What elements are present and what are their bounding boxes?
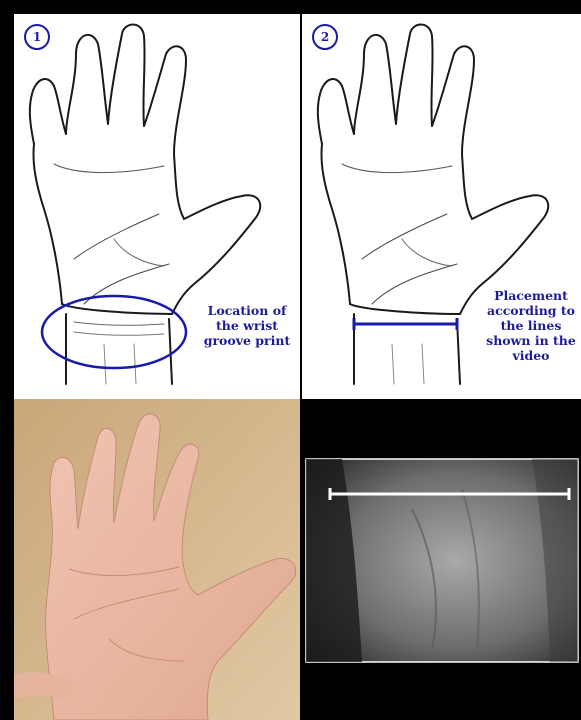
caption-wrist-groove: Location of the wrist groove print xyxy=(197,303,297,348)
caption-line: video xyxy=(483,348,579,363)
panel-number-badge-1: 1 xyxy=(24,24,50,50)
panel-wrist-groove-location: 1 Location of the wrist groove print xyxy=(14,14,300,399)
caption-line: groove print xyxy=(197,333,297,348)
caption-line: the wrist xyxy=(197,318,297,333)
caption-line: Placement xyxy=(483,288,579,303)
caption-line: shown in the xyxy=(483,333,579,348)
placement-line-marker xyxy=(354,318,457,330)
palm-photo-illustration xyxy=(14,399,300,720)
wrist-ellipse-marker xyxy=(42,296,186,368)
caption-line: according to xyxy=(483,303,579,318)
wrist-scan-illustration xyxy=(302,399,581,720)
caption-line: the lines xyxy=(483,318,579,333)
wrist-xray-scan xyxy=(302,399,581,720)
palm-photo xyxy=(14,399,300,720)
panel-placement: 2 Placement according to the lines shown… xyxy=(302,14,581,399)
caption-line: Location of xyxy=(197,303,297,318)
panel-number-badge-2: 2 xyxy=(312,24,338,50)
caption-placement: Placement according to the lines shown i… xyxy=(483,288,579,363)
